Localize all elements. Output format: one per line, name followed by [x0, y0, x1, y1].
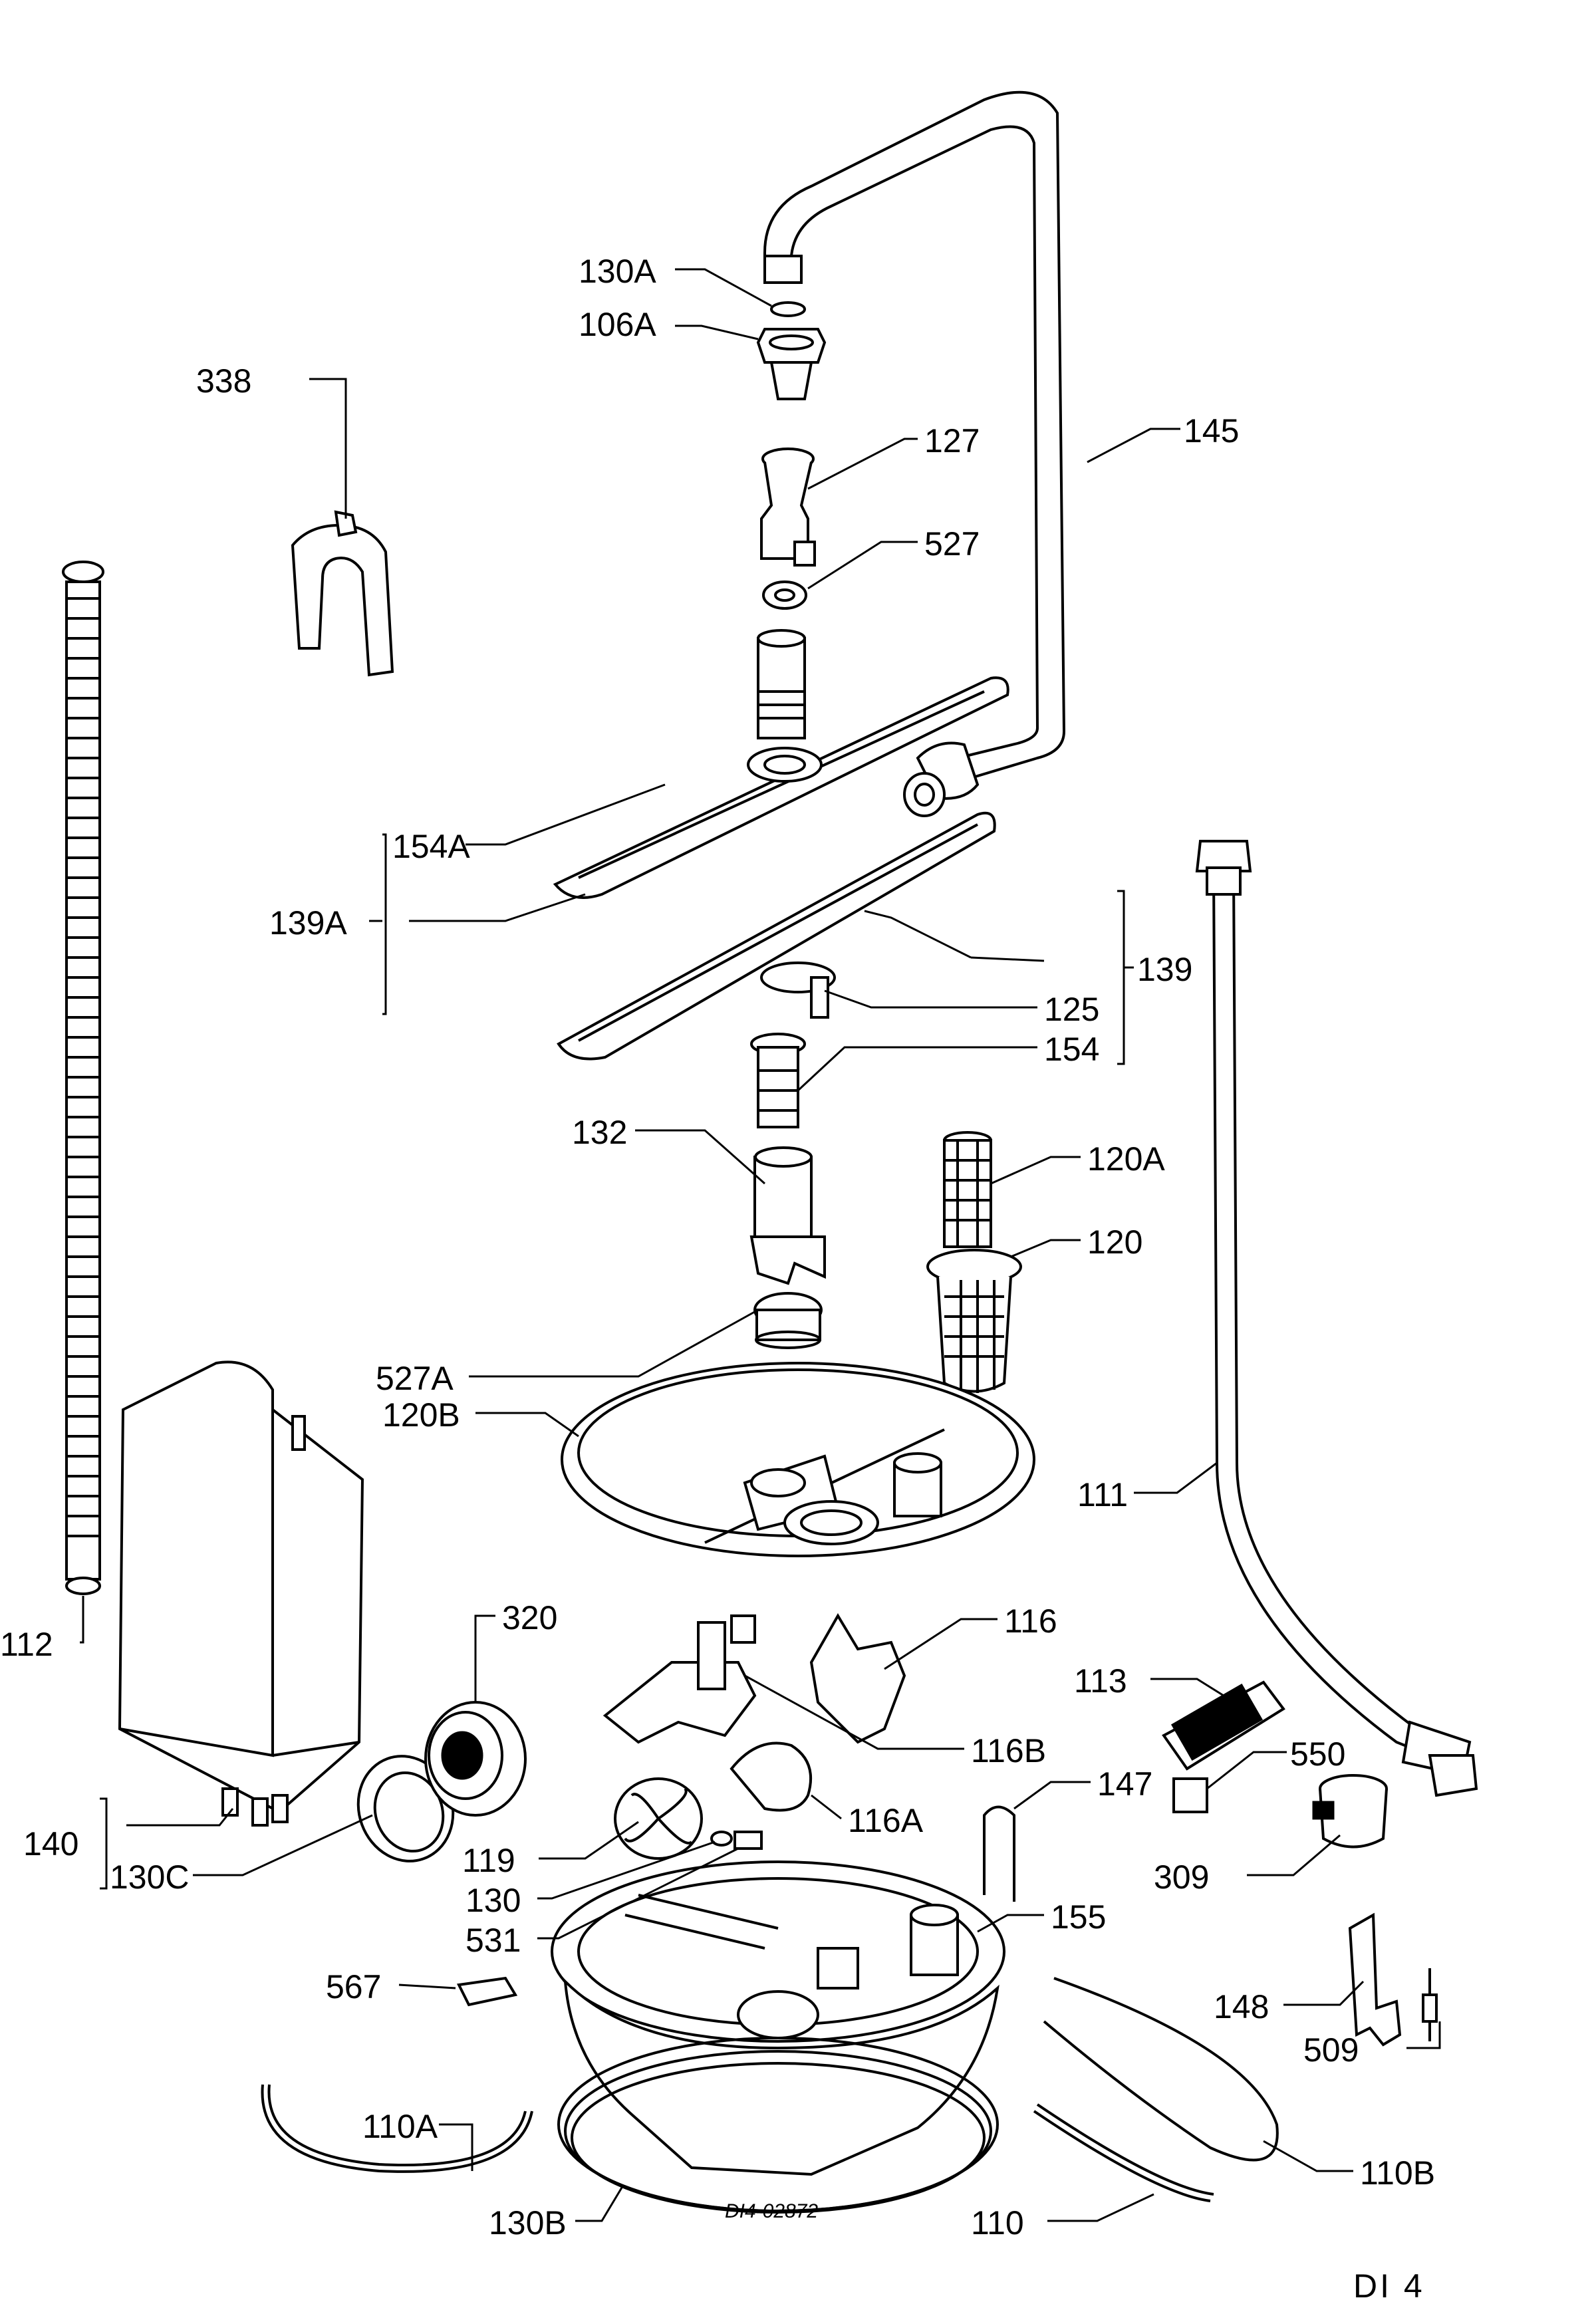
- part-120A-filter: [943, 1131, 992, 1248]
- label-527A: 527A: [376, 1360, 454, 1397]
- part-119-impeller: [614, 1777, 703, 1860]
- part-127-coupling: [760, 448, 816, 567]
- label-147: 147: [1097, 1765, 1152, 1803]
- label-120B: 120B: [382, 1396, 460, 1434]
- label-338: 338: [196, 362, 251, 400]
- part-130A-oring: [770, 301, 806, 317]
- label-550: 550: [1290, 1735, 1345, 1773]
- label-110: 110: [971, 2204, 1024, 2241]
- label-309: 309: [1154, 1858, 1209, 1896]
- label-130B: 130B: [489, 2204, 567, 2241]
- part-567-pad: [456, 1976, 518, 2007]
- part-110-hose: [1033, 2103, 1214, 2202]
- label-154A: 154A: [392, 828, 470, 865]
- part-113-valve: [1162, 1680, 1285, 1771]
- label-139A: 139A: [269, 904, 347, 942]
- part-509-pin: [1422, 1968, 1438, 2041]
- part-110B-hose: [1043, 1977, 1279, 2162]
- part-110A-hose: [261, 2084, 533, 2173]
- label-112: 112: [0, 1626, 53, 1663]
- label-132: 132: [572, 1114, 627, 1151]
- label-116: 116: [1004, 1602, 1057, 1640]
- part-111-hose: [1195, 840, 1478, 1797]
- part-120B-filter-plate: [561, 1362, 1035, 1557]
- part-338-clip: [291, 510, 394, 677]
- part-550-pad: [1172, 1777, 1208, 1813]
- part-147-clip: [983, 1805, 1015, 1902]
- part-527-washer: [762, 580, 807, 610]
- page-code: DI 4: [1353, 2267, 1425, 2304]
- part-527A-ring: [753, 1292, 823, 1349]
- part-132-tube: [749, 1146, 826, 1285]
- part-130B-gasket: [557, 2037, 999, 2214]
- drawing-code: DI4-02872: [725, 2200, 818, 2222]
- part-116B-valve: [602, 1614, 757, 1744]
- label-116A: 116A: [848, 1802, 924, 1839]
- part-154-connector: [750, 1033, 806, 1128]
- label-139: 139: [1137, 951, 1192, 988]
- label-113: 113: [1074, 1662, 1127, 1700]
- label-148: 148: [1214, 1988, 1269, 2025]
- part-148-bracket: [1348, 1912, 1402, 2047]
- part-120-filter: [926, 1249, 1022, 1393]
- part-112-hose: [62, 561, 104, 1595]
- label-130A: 130A: [579, 253, 656, 290]
- part-309-cap: [1312, 1774, 1388, 1849]
- label-320: 320: [502, 1599, 557, 1636]
- label-120: 120: [1087, 1223, 1142, 1261]
- part-145-spray-tube: [763, 90, 1066, 817]
- part-116-valve: [809, 1613, 906, 1744]
- label-130C: 130C: [110, 1858, 190, 1896]
- label-111: 111: [1077, 1476, 1128, 1513]
- part-130-washer: [710, 1831, 733, 1847]
- leader-lines: [80, 268, 1441, 2222]
- label-155: 155: [1051, 1898, 1106, 1936]
- label-145: 145: [1184, 412, 1239, 449]
- part-155-sump: [551, 1860, 1005, 2176]
- label-567: 567: [326, 1968, 381, 2005]
- label-106A: 106A: [579, 306, 656, 343]
- label-140: 140: [23, 1825, 78, 1862]
- part-154A-upper-arm: [553, 629, 1009, 899]
- part-116A-flap: [730, 1741, 813, 1812]
- label-119: 119: [462, 1842, 515, 1879]
- label-509: 509: [1303, 2031, 1359, 2069]
- label-110A: 110A: [362, 2108, 438, 2145]
- label-110B: 110B: [1360, 2154, 1435, 2192]
- label-116B: 116B: [971, 1732, 1046, 1769]
- part-320-cover: [424, 1701, 527, 1817]
- part-531-screw: [733, 1831, 763, 1850]
- label-125: 125: [1044, 991, 1099, 1028]
- label-120A: 120A: [1087, 1140, 1165, 1178]
- label-127: 127: [924, 422, 980, 459]
- label-531: 531: [466, 1922, 521, 1959]
- part-140-tank: [118, 1360, 364, 1827]
- part-106A-nut: [756, 328, 827, 400]
- label-527: 527: [924, 525, 980, 563]
- label-154: 154: [1044, 1031, 1099, 1068]
- part-139-lower-arm: [557, 811, 996, 1061]
- part-labels: 130A 106A 338 127 145 527 154A 139A 139 …: [0, 253, 1435, 2304]
- label-130: 130: [466, 1882, 521, 1919]
